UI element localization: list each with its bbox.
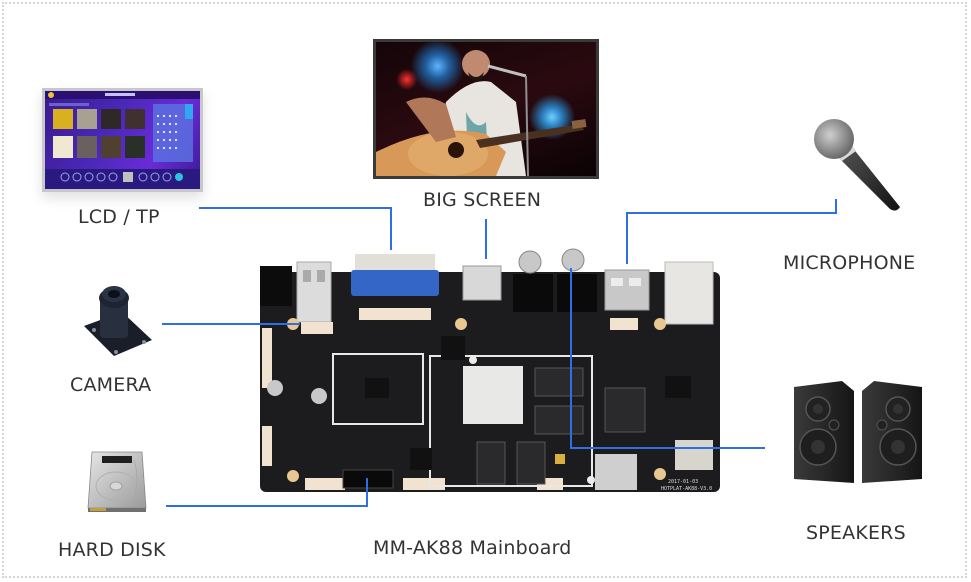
- microphone-icon: [814, 119, 900, 211]
- wire-mic-vertical-right: [835, 199, 837, 214]
- wire-speakers-horizontal: [570, 447, 765, 449]
- dc-jack: [260, 266, 292, 306]
- camera-label: CAMERA: [70, 374, 152, 396]
- wire-camera: [162, 323, 300, 325]
- wire-lcd-horizontal: [199, 207, 392, 209]
- wire-mic-vertical-left: [626, 212, 628, 264]
- big-screen-icon: [373, 39, 599, 179]
- lcd-label: LCD / TP: [78, 206, 160, 228]
- wire-lcd-vertical: [390, 207, 392, 250]
- mainboard-label: MM-AK88 Mainboard: [373, 537, 572, 559]
- mainboard-image: [260, 248, 720, 492]
- wire-mic-horizontal: [626, 212, 837, 214]
- board-silkscreen-date: 2017-01-03: [668, 479, 699, 485]
- speakers-label: SPEAKERS: [806, 522, 906, 544]
- board-silkscreen-model: HOTPLAT-AK88-V3.0: [661, 486, 713, 492]
- big-screen-label: BIG SCREEN: [423, 189, 542, 211]
- hard-disk-label: HARD DISK: [58, 539, 166, 561]
- wire-bigscreen: [485, 219, 487, 259]
- hard-disk-icon: [87, 451, 147, 512]
- wire-hdd-horizontal: [166, 505, 368, 507]
- wire-speakers-vertical: [570, 268, 572, 449]
- speakers-icon: [794, 381, 922, 483]
- wire-hdd-vertical: [366, 478, 368, 507]
- camera-module-icon: [84, 286, 152, 356]
- microphone-label: MICROPHONE: [783, 252, 916, 274]
- lcd-touch-panel-icon: [42, 88, 203, 192]
